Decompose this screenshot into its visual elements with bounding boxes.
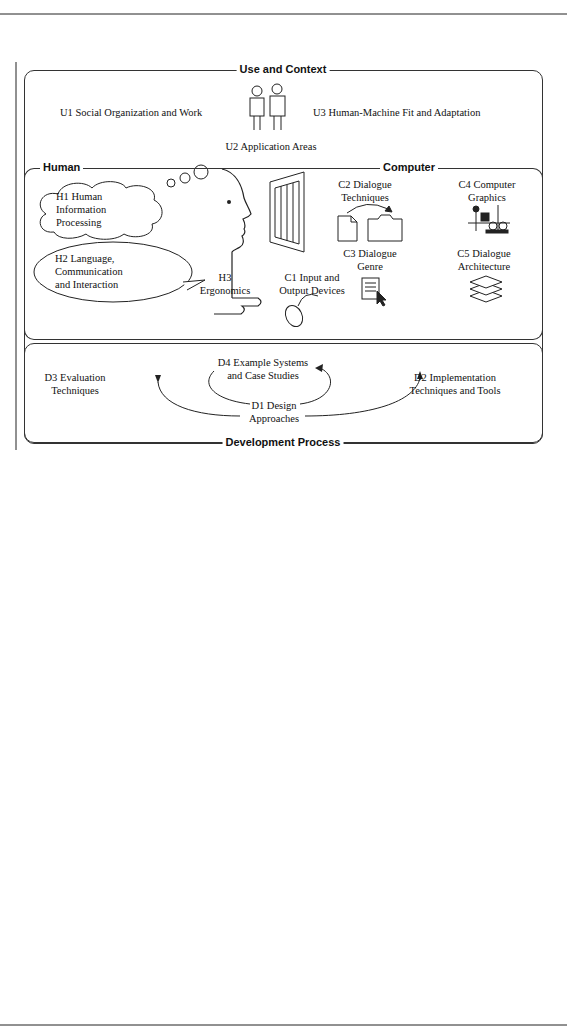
form-icon [362, 278, 386, 306]
context-box: Use and ContextU1 Social Organization an… [24, 70, 543, 443]
thought-cloud: H1 Human Information Processing [34, 180, 165, 240]
form-line [365, 283, 376, 284]
arrow-head [155, 375, 161, 383]
layers-icon [470, 276, 502, 302]
folder [368, 215, 402, 241]
graphic-bar [486, 230, 508, 233]
topic-label: C4 Computer Graphics [453, 178, 521, 204]
person-leg [260, 116, 261, 130]
bubble [180, 173, 190, 183]
graphic-dot [473, 206, 479, 212]
topic-label: D1 Design Approaches [245, 399, 303, 425]
graphics-icon [468, 205, 510, 233]
document-fold [351, 216, 357, 222]
flow-arrow [305, 378, 420, 416]
bubble-shape [34, 242, 192, 302]
monitor-screen [275, 181, 299, 244]
graphic-ring [499, 222, 507, 230]
bubble [167, 179, 175, 187]
topic-label: U3 Human-Machine Fit and Adaptation [313, 106, 480, 119]
form-line [365, 287, 376, 288]
form-page [362, 278, 379, 299]
box-heading: Use and Context [237, 63, 330, 76]
document-folder-icon [338, 204, 402, 241]
mouse-cord [298, 294, 318, 306]
people-icon [250, 84, 285, 130]
person-leg [254, 116, 255, 130]
topic-label: U1 Social Organization and Work [60, 106, 202, 119]
cloud-shape [40, 182, 162, 240]
process-box: Development ProcessD1 Design ApproachesD… [24, 343, 543, 444]
mouse-body [282, 303, 306, 330]
box-heading: Human [40, 161, 83, 174]
topic-label: H1 Human Information Processing [56, 190, 124, 229]
screen-line [287, 185, 288, 241]
person-body [250, 98, 264, 116]
flow-arrow [300, 369, 331, 404]
page-rule [0, 1025, 567, 1026]
topic-label: C3 Dialogue Genre [339, 247, 401, 273]
box-heading: Computer [380, 161, 438, 174]
move-arc [347, 204, 388, 213]
person-body [270, 96, 285, 116]
topic-label: C2 Dialogue Techniques [332, 178, 398, 204]
bubble-tail [183, 280, 205, 290]
margin-rule [16, 62, 17, 450]
monitor-icon [270, 172, 304, 252]
topic-label: C1 Input and Output Devices [274, 271, 350, 297]
hand-outline [214, 298, 261, 314]
graphic-block [481, 213, 489, 221]
graphic-line [468, 223, 510, 224]
graphic-line [498, 205, 499, 230]
person-leg [281, 116, 282, 130]
topic-label: D3 Evaluation Techniques [40, 371, 110, 397]
screen-line [293, 183, 294, 242]
person-leg [274, 116, 275, 130]
topic-label: D4 Example Systems and Case Studies [212, 356, 314, 382]
topic-label: D2 Implementation Techniques and Tools [405, 371, 505, 397]
person-head [252, 86, 262, 96]
screen-line [281, 186, 282, 239]
monitor-frame [270, 172, 304, 252]
form-line [365, 291, 376, 292]
layer [470, 276, 502, 288]
topic-label: H2 Language, Communication and Interacti… [55, 252, 133, 291]
document [338, 216, 357, 241]
human-box: HumanH3 ErgonomicsH1 Human Information P… [24, 168, 262, 340]
box-heading: Development Process [223, 436, 344, 449]
topic-label: H3 Ergonomics [197, 271, 253, 297]
arc-head [385, 206, 392, 212]
person-head [272, 84, 282, 94]
topic-label: C5 Dialogue Architecture [451, 247, 517, 273]
arrow-head [315, 364, 323, 372]
graphic-ring [489, 222, 497, 230]
computer-box: ComputerC1 Input and Output DevicesC2 Di… [262, 168, 543, 340]
topic-label: U2 Application Areas [226, 140, 317, 153]
page-rule [0, 14, 567, 15]
speech-bubble: H2 Language, Communication and Interacti… [33, 240, 198, 304]
cursor-arrow [377, 291, 386, 306]
mouse-icon [282, 294, 318, 329]
eye [227, 200, 231, 204]
